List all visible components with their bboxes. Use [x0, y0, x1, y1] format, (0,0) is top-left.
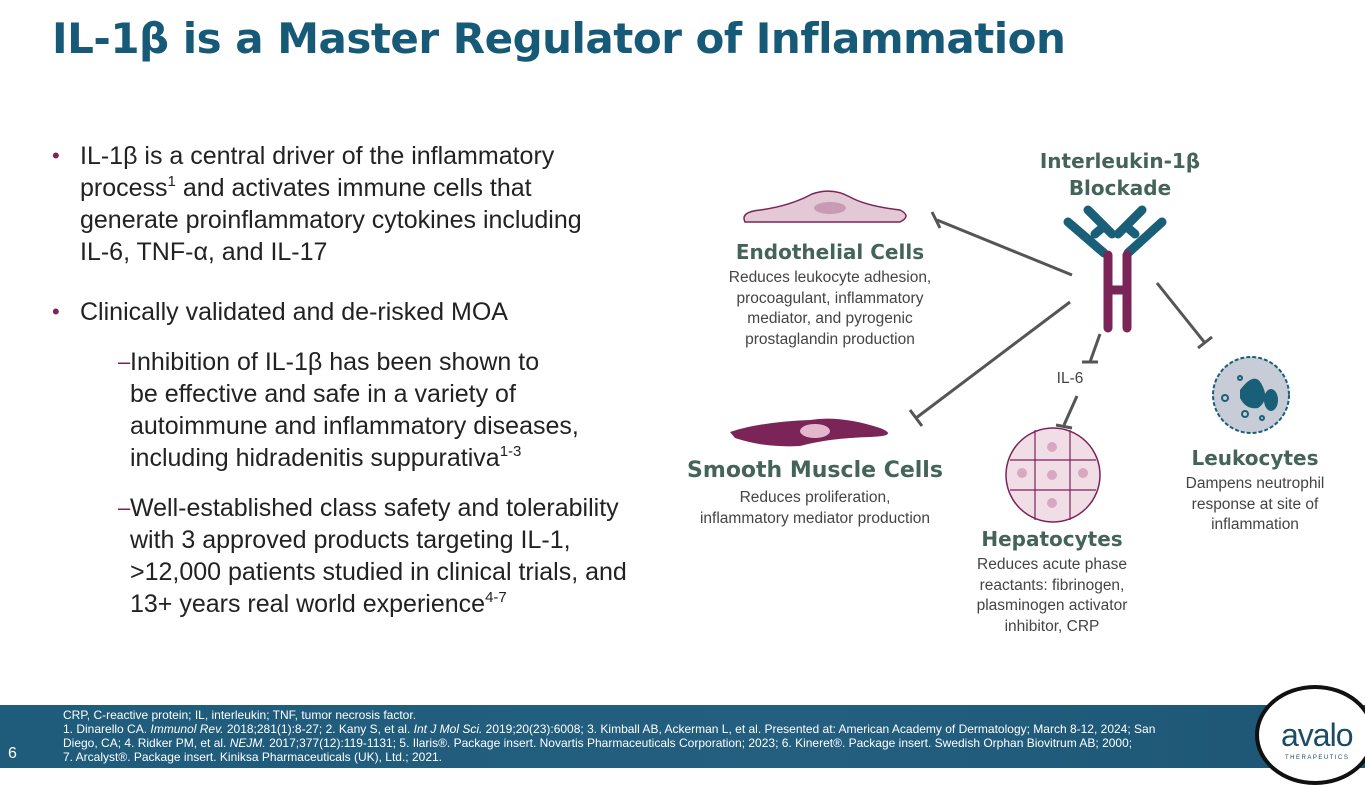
logo-wordmark: avalo	[1281, 717, 1353, 753]
reference-line: 7. Arcalyst®. Package insert. Kiniksa Ph…	[63, 750, 443, 764]
hepatocytes-icon	[1005, 427, 1101, 523]
leukocytes-desc: Dampens neutrophil response at site of inf…	[1165, 474, 1345, 536]
journal: Int J Mol Sci.	[413, 722, 483, 736]
text: 1. Dinarello CA.	[63, 722, 151, 736]
sub-bullet-1-line: Inhibition of IL-1β has been shown to	[130, 348, 540, 376]
sub-bullet-2-line: with 3 approved products targeting IL-1,	[130, 526, 571, 554]
desc-line: Reduces leukocyte adhesion,	[728, 269, 932, 286]
arrow-to-hepatocytes	[1062, 395, 1079, 426]
inhibition-arrows	[908, 211, 1213, 430]
arrow-to-il6	[1088, 333, 1102, 363]
sub-bullet-2-line: Well-established class safety and tolera…	[130, 494, 619, 522]
arrow-to-endothelial	[936, 218, 1073, 277]
arrow-to-leukocytes	[1155, 282, 1207, 344]
bullet-marker: •	[52, 299, 60, 324]
bullet-marker: •	[52, 143, 60, 168]
label-line: Interleukin-1β	[1039, 149, 1201, 173]
desc-line: inflammatory mediator production	[699, 509, 931, 527]
desc-line: prostaglandin production	[745, 330, 915, 348]
reference-line: 1. Dinarello CA. Immunol Rev. 2018;281(1…	[63, 722, 1155, 736]
desc-line: plasminogen activator	[976, 597, 1128, 614]
sub-bullet-marker: –	[118, 495, 131, 520]
bullet-1-line: IL-1β is a central driver of the inflamm…	[80, 142, 555, 170]
bullet-1-line: generate proinflammatory cytokines inclu…	[80, 206, 582, 234]
desc-line: reactants: fibrinogen,	[979, 576, 1125, 594]
reference-line: Diego, CA; 4. Ridker PM, et al. NEJM. 20…	[63, 736, 1155, 750]
text: process	[80, 174, 168, 202]
abbreviations: CRP, C-reactive protein; IL, interleukin…	[63, 708, 417, 722]
desc-line: Dampens neutrophil	[1185, 475, 1325, 492]
journal: NEJM.	[229, 736, 266, 750]
leukocytes-title: Leukocytes	[1191, 446, 1319, 470]
arrow-to-smooth-muscle	[915, 300, 1071, 420]
desc-line: inhibitor, CRP	[1004, 617, 1100, 635]
leukocyte-icon	[1212, 356, 1290, 434]
smooth-muscle-title: Smooth Muscle Cells	[687, 458, 943, 483]
sub-bullet-1-line: autoimmune and inflammatory diseases,	[130, 412, 579, 440]
citation: 1	[167, 173, 176, 190]
footer-band: CRP, C-reactive protein; IL, interleukin…	[0, 705, 1365, 768]
text: including hidradenitis suppurativa	[130, 444, 500, 472]
sub-bullet-2-line: 13+ years real world experience4-7	[130, 588, 507, 620]
journal: Immunol Rev.	[150, 722, 224, 736]
text: Diego, CA; 4. Ridker PM, et al.	[63, 736, 230, 750]
text: 2019;20(23):6008; 3. Kimball AB, Ackerma…	[482, 722, 1156, 736]
sub-bullet-2-line: >12,000 patients studied in clinical tri…	[130, 558, 627, 586]
endothelial-cell-icon	[743, 190, 907, 223]
il6-label: IL-6	[1056, 370, 1084, 387]
desc-line: mediator, and pyrogenic	[747, 310, 913, 327]
text: 13+ years real world experience	[130, 590, 486, 618]
hepatocytes-desc: Reduces acute phase reactants: fibrinogen…	[952, 555, 1152, 637]
bullet-1-line: IL-6, TNF-α, and IL-17	[80, 238, 328, 266]
endothelial-title: Endothelial Cells	[735, 240, 925, 264]
bullet-2-line: Clinically validated and de-risked MOA	[80, 298, 508, 326]
il1b-diagram	[730, 190, 1290, 523]
endothelial-desc: Reduces leukocyte adhesion, procoagulant,…	[700, 268, 960, 350]
hepatocytes-title: Hepatocytes	[981, 527, 1123, 551]
citation: 1-3	[499, 443, 522, 460]
citation: 4-7	[485, 589, 507, 606]
desc-line: Reduces acute phase	[977, 556, 1127, 573]
desc-line: inflammation	[1211, 516, 1299, 533]
sub-bullet-1-line: including hidradenitis suppurativa1-3	[130, 442, 521, 474]
page-number: 6	[8, 745, 17, 762]
smooth-muscle-cell-icon	[730, 418, 888, 447]
slide-title: IL-1β is a Master Regulator of Inflammat…	[52, 14, 1066, 63]
desc-line: procoagulant, inflammatory	[736, 289, 924, 307]
bullet-1-line: process1 and activates immune cells that	[80, 172, 532, 204]
logo-subtitle: THERAPEUTICS	[1285, 755, 1350, 761]
smooth-muscle-desc: Reduces proliferation, inflammatory media…	[675, 488, 955, 529]
sub-bullet-1-line: be effective and safe in a variety of	[130, 380, 516, 408]
text: 2018;281(1):8-27; 2. Kany S, et al.	[223, 722, 414, 736]
desc-line: response at site of	[1191, 495, 1319, 513]
sub-bullet-marker: –	[118, 349, 131, 374]
label-line: Blockade	[1068, 176, 1172, 200]
text: 2017;377(12):119-1131; 5. Ilaris®. Packa…	[265, 736, 1133, 750]
text: and activates immune cells that	[175, 174, 532, 202]
footnotes: CRP, C-reactive protein; IL, interleukin…	[63, 708, 1155, 764]
antibody-icon	[1063, 205, 1167, 333]
desc-line: Reduces proliferation,	[739, 489, 891, 506]
avalo-logo: avalo THERAPEUTICS	[1255, 685, 1365, 785]
